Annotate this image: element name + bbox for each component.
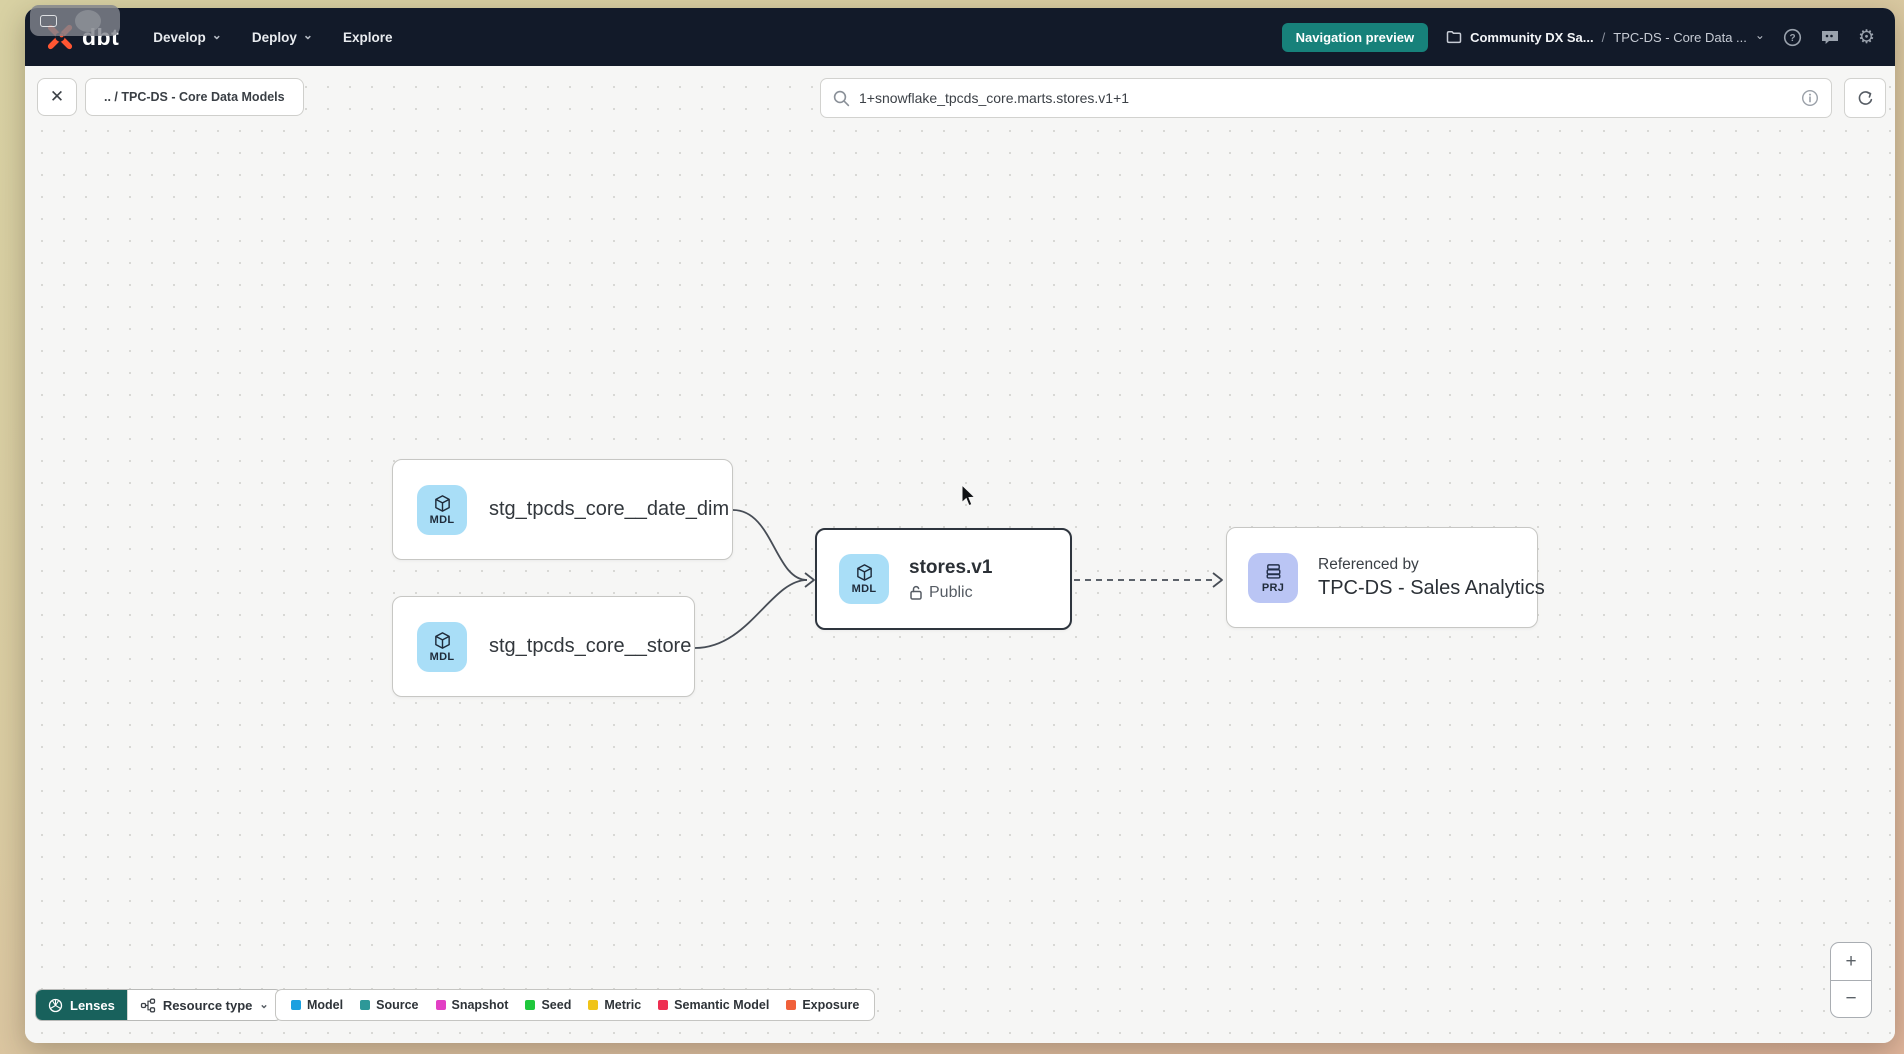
node-access: Public bbox=[909, 584, 992, 602]
model-node-date-dim[interactable]: MDL stg_tpcds_core__date_dim bbox=[392, 459, 733, 560]
badge-label: MDL bbox=[429, 650, 455, 663]
chevron-down-icon: ⌄ bbox=[259, 998, 269, 1011]
stacked-drawers-icon bbox=[1266, 563, 1280, 579]
breadcrumb-account[interactable]: Community DX Sa... bbox=[1470, 29, 1594, 45]
nav-item-deploy[interactable]: Deploy ⌄ bbox=[251, 28, 313, 45]
legend-swatch bbox=[658, 1000, 669, 1010]
chevron-down-icon: ⌄ bbox=[211, 28, 222, 42]
top-navigation-bar: dbt Develop ⌄ Deploy ⌄ Explore Navigatio… bbox=[25, 8, 1895, 66]
model-node-store[interactable]: MDL stg_tpcds_core__store bbox=[392, 596, 695, 697]
refresh-icon bbox=[1858, 90, 1872, 105]
node-text-block: Referenced by TPC-DS - Sales Analytics bbox=[1318, 556, 1545, 600]
resource-type-dropdown[interactable]: Resource type ⌄ bbox=[126, 990, 281, 1020]
breadcrumb-separator: / bbox=[1601, 29, 1606, 45]
resource-type-legend: Model Source Snapshot Seed Metric Semant… bbox=[275, 989, 876, 1021]
node-kicker: Referenced by bbox=[1318, 555, 1419, 573]
mini-window-icon bbox=[40, 14, 57, 27]
lenses-label: Lenses bbox=[70, 997, 115, 1013]
access-label: Public bbox=[929, 583, 973, 601]
badge-label: PRJ bbox=[1261, 581, 1285, 594]
legend-item-snapshot: Snapshot bbox=[435, 998, 509, 1012]
legend-swatch bbox=[360, 1000, 371, 1010]
model-badge: MDL bbox=[417, 621, 467, 672]
svg-text:?: ? bbox=[1789, 33, 1795, 44]
node-label: TPC-DS - Sales Analytics bbox=[1318, 576, 1545, 599]
chevron-down-icon: ⌄ bbox=[302, 28, 313, 42]
info-icon[interactable] bbox=[1801, 89, 1819, 107]
legend-label: Metric bbox=[604, 998, 642, 1012]
legend-swatch bbox=[291, 1000, 301, 1010]
zoom-in-button[interactable]: + bbox=[1845, 950, 1857, 972]
legend-label: Exposure bbox=[802, 998, 860, 1012]
legend-label: Model bbox=[307, 998, 344, 1012]
indicator-blob bbox=[75, 9, 101, 32]
legend-swatch bbox=[588, 1000, 599, 1010]
badge-label: MDL bbox=[851, 583, 877, 595]
nav-right-cluster: Navigation preview Community DX Sa... / … bbox=[1281, 22, 1875, 52]
lineage-selector-input[interactable] bbox=[859, 90, 1792, 106]
breadcrumb-project[interactable]: TPC-DS - Core Data ... bbox=[1613, 29, 1747, 45]
legend-label: Source bbox=[376, 998, 419, 1012]
unlock-icon bbox=[910, 585, 922, 600]
legend-item-seed: Seed bbox=[525, 998, 571, 1012]
legend-item-exposure: Exposure bbox=[786, 998, 859, 1012]
lenses-button[interactable]: Lenses bbox=[36, 990, 127, 1020]
nav-item-label: Deploy bbox=[251, 29, 297, 45]
lens-aperture-icon bbox=[48, 998, 63, 1012]
node-label: stg_tpcds_core__store bbox=[489, 635, 692, 657]
breadcrumb[interactable]: Community DX Sa... / TPC-DS - Core Data … bbox=[1446, 28, 1765, 45]
cube-icon bbox=[856, 564, 872, 581]
resource-type-label: Resource type bbox=[162, 997, 253, 1013]
model-badge: MDL bbox=[839, 554, 889, 604]
folder-icon bbox=[1446, 31, 1462, 44]
lineage-breadcrumb-chip[interactable]: .. / TPC-DS - Core Data Models bbox=[85, 78, 304, 116]
project-badge: PRJ bbox=[1248, 552, 1298, 603]
legend-swatch bbox=[525, 1000, 536, 1010]
legend-item-metric: Metric bbox=[588, 998, 641, 1012]
nav-item-label: Develop bbox=[153, 29, 206, 45]
node-label: stg_tpcds_core__date_dim bbox=[489, 498, 730, 520]
settings-gear-icon[interactable]: ⚙ bbox=[1857, 26, 1875, 48]
cube-icon bbox=[434, 631, 450, 649]
close-button[interactable]: ✕ bbox=[37, 78, 77, 116]
legend-label: Semantic Model bbox=[674, 998, 770, 1012]
legend-item-model: Model bbox=[291, 998, 343, 1012]
nav-item-develop[interactable]: Develop ⌄ bbox=[153, 28, 222, 45]
app-window: dbt Develop ⌄ Deploy ⌄ Explore Navigatio… bbox=[25, 8, 1895, 1043]
help-icon[interactable]: ? bbox=[1783, 28, 1802, 47]
legend-label: Snapshot bbox=[451, 998, 509, 1012]
nav-item-label: Explore bbox=[342, 29, 393, 45]
mouse-cursor bbox=[961, 484, 976, 507]
lenses-control-group: Lenses Resource type ⌄ bbox=[35, 989, 282, 1021]
lineage-canvas[interactable]: ✕ .. / TPC-DS - Core Data Models bbox=[25, 66, 1895, 1043]
refresh-lineage-button[interactable] bbox=[1844, 78, 1886, 118]
zoom-out-button[interactable]: − bbox=[1831, 980, 1871, 1017]
screen-share-indicator bbox=[30, 5, 120, 36]
model-node-stores-v1[interactable]: MDL stores.v1 Public bbox=[815, 528, 1072, 630]
legend-item-semantic-model: Semantic Model bbox=[658, 998, 769, 1012]
cube-icon bbox=[434, 494, 450, 512]
project-node-sales-analytics[interactable]: PRJ Referenced by TPC-DS - Sales Analyti… bbox=[1226, 527, 1545, 628]
legend-swatch bbox=[435, 1000, 446, 1010]
chevron-down-icon[interactable]: ⌄ bbox=[1754, 28, 1765, 42]
node-title: stores.v1 bbox=[909, 556, 993, 578]
legend-swatch bbox=[786, 1000, 797, 1010]
legend-label: Seed bbox=[541, 998, 572, 1012]
search-icon bbox=[833, 90, 850, 106]
resource-graph-icon bbox=[140, 998, 155, 1012]
zoom-controls: + − bbox=[1830, 942, 1872, 1018]
lineage-search-bar bbox=[820, 78, 1832, 118]
feedback-icon[interactable] bbox=[1820, 28, 1840, 46]
legend-item-source: Source bbox=[360, 998, 419, 1012]
model-badge: MDL bbox=[417, 484, 467, 535]
nav-item-explore[interactable]: Explore bbox=[343, 30, 393, 45]
navigation-preview-button[interactable]: Navigation preview bbox=[1281, 22, 1429, 52]
node-text-block: stores.v1 Public bbox=[909, 557, 992, 602]
badge-label: MDL bbox=[429, 513, 455, 526]
